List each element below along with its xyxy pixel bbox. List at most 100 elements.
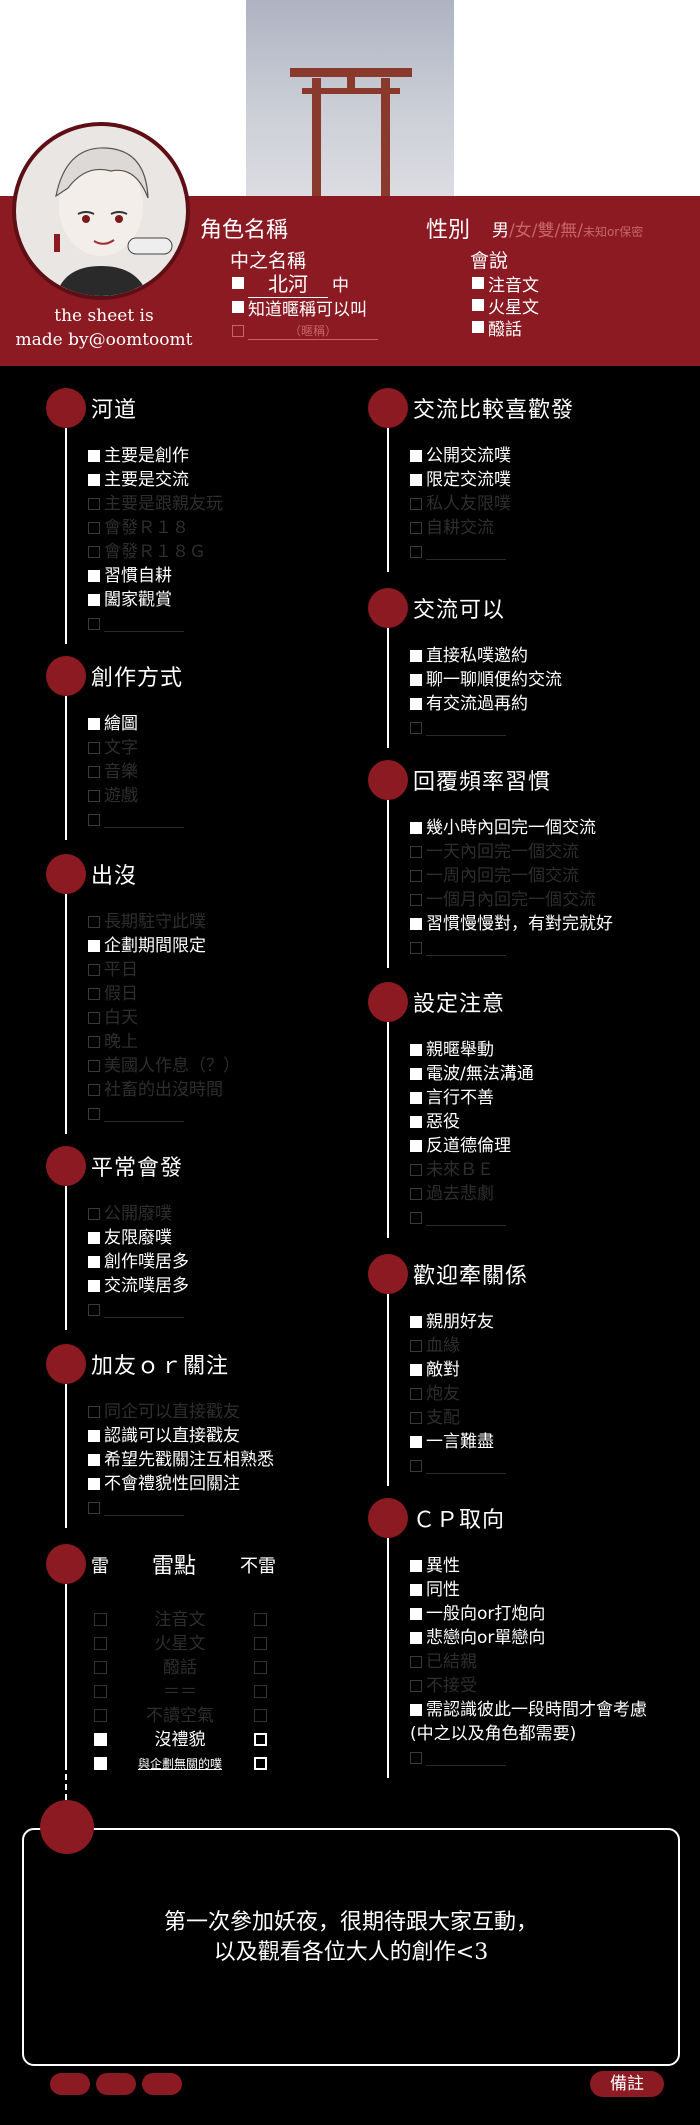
- checklist-item[interactable]: 血緣: [410, 1334, 460, 1358]
- checkbox[interactable]: [88, 1208, 100, 1220]
- checklist-item[interactable]: 聊一聊順便約交流: [410, 668, 562, 692]
- checkbox[interactable]: [88, 964, 100, 976]
- checkbox[interactable]: [88, 1036, 100, 1048]
- taboo-box-right[interactable]: [254, 1637, 267, 1650]
- checkbox[interactable]: [410, 846, 422, 858]
- checklist-item[interactable]: 創作噗居多: [88, 1250, 189, 1274]
- checkbox[interactable]: [410, 1704, 422, 1716]
- checkbox[interactable]: [88, 1280, 100, 1292]
- checklist-item[interactable]: 晚上: [88, 1030, 138, 1054]
- checklist-item[interactable]: 未來ＢＥ: [410, 1158, 494, 1182]
- taboo-box-right[interactable]: [254, 1685, 267, 1698]
- checklist-item[interactable]: 主要是創作: [88, 444, 189, 468]
- checkbox[interactable]: [88, 570, 100, 582]
- checklist-item[interactable]: 過去悲劇: [410, 1182, 494, 1206]
- taboo-box-left[interactable]: [94, 1685, 107, 1698]
- checkbox[interactable]: [88, 594, 100, 606]
- checkbox[interactable]: [410, 1632, 422, 1644]
- checklist-item[interactable]: [410, 1206, 506, 1230]
- blank-line[interactable]: [104, 617, 184, 632]
- checkbox[interactable]: [472, 299, 484, 311]
- checklist-item[interactable]: 交流噗居多: [88, 1274, 189, 1298]
- checklist-item[interactable]: 友限廢噗: [88, 1226, 172, 1250]
- checklist-item[interactable]: 假日: [88, 982, 138, 1006]
- taboo-box-left[interactable]: [94, 1613, 107, 1626]
- checklist-item[interactable]: 直接私噗邀約: [410, 644, 528, 668]
- checkbox[interactable]: [410, 1436, 422, 1448]
- checkbox[interactable]: [88, 522, 100, 534]
- language-item[interactable]: 醱話: [472, 316, 539, 340]
- checkbox[interactable]: [88, 474, 100, 486]
- checkbox[interactable]: [410, 1316, 422, 1328]
- checklist-item[interactable]: 同性: [410, 1578, 460, 1602]
- checkbox[interactable]: [410, 870, 422, 882]
- checkbox[interactable]: [88, 1430, 100, 1442]
- language-item[interactable]: 火星文: [472, 294, 539, 318]
- blank-line[interactable]: [426, 1211, 506, 1226]
- checklist-item[interactable]: 習慣自耕: [88, 564, 172, 588]
- nickname-row[interactable]: 知道暱稱可以叫: [232, 296, 367, 320]
- checkbox[interactable]: [88, 1304, 100, 1316]
- checkbox[interactable]: [410, 1212, 422, 1224]
- checkbox[interactable]: [88, 1060, 100, 1072]
- blank-line[interactable]: [426, 1459, 506, 1474]
- checkbox[interactable]: [410, 474, 422, 486]
- checklist-item[interactable]: 異性: [410, 1554, 460, 1578]
- checkbox[interactable]: [410, 1044, 422, 1056]
- checklist-item[interactable]: 一周內回完一個交流: [410, 864, 579, 888]
- checkbox[interactable]: [410, 1752, 422, 1764]
- checkbox[interactable]: [410, 1140, 422, 1152]
- gender-option[interactable]: 雙: [537, 221, 555, 241]
- checkbox[interactable]: [410, 1608, 422, 1620]
- checkbox[interactable]: [88, 498, 100, 510]
- checkbox[interactable]: [410, 1680, 422, 1692]
- checkbox[interactable]: [410, 498, 422, 510]
- checklist-item[interactable]: 同企可以直接戳友: [88, 1400, 240, 1424]
- blank-line[interactable]: [426, 721, 506, 736]
- checklist-item[interactable]: 希望先戳關注互相熟悉: [88, 1448, 274, 1472]
- taboo-box-right[interactable]: [254, 1661, 267, 1674]
- checkbox[interactable]: [232, 277, 244, 289]
- checklist-item[interactable]: 親朋好友: [410, 1310, 494, 1334]
- checkbox[interactable]: [88, 940, 100, 952]
- blank-line[interactable]: [104, 1303, 184, 1318]
- checklist-item[interactable]: 主要是跟親友玩: [88, 492, 223, 516]
- checklist-item[interactable]: 一言難盡: [410, 1430, 494, 1454]
- checkbox[interactable]: [88, 790, 100, 802]
- gender-option[interactable]: 無: [560, 221, 578, 241]
- checklist-item[interactable]: 有交流過再約: [410, 692, 528, 716]
- checklist-item[interactable]: 電波/無法溝通: [410, 1062, 534, 1086]
- checkbox[interactable]: [410, 918, 422, 930]
- checklist-item[interactable]: 會發Ｒ１８: [88, 516, 189, 540]
- checklist-item[interactable]: [88, 1102, 184, 1126]
- checklist-item[interactable]: 白天: [88, 1006, 138, 1030]
- taboo-box-left[interactable]: [94, 1733, 107, 1746]
- checkbox[interactable]: [410, 522, 422, 534]
- blank-line[interactable]: [104, 1501, 184, 1516]
- checkbox[interactable]: [88, 1478, 100, 1490]
- checkbox[interactable]: [232, 325, 244, 337]
- checkbox[interactable]: [472, 321, 484, 333]
- checklist-item[interactable]: 限定交流噗: [410, 468, 511, 492]
- checkbox[interactable]: [88, 1454, 100, 1466]
- blank-line[interactable]: [426, 941, 506, 956]
- checklist-item[interactable]: 會發Ｒ１８Ｇ: [88, 540, 206, 564]
- checklist-item[interactable]: [410, 936, 506, 960]
- checklist-item[interactable]: 平日: [88, 958, 138, 982]
- checkbox[interactable]: [88, 718, 100, 730]
- checklist-item[interactable]: 公開交流噗: [410, 444, 511, 468]
- checkbox[interactable]: [410, 1068, 422, 1080]
- checklist-item[interactable]: (中之以及角色都需要): [410, 1722, 576, 1746]
- taboo-box-left[interactable]: [94, 1757, 107, 1770]
- taboo-box-right[interactable]: [254, 1733, 267, 1746]
- checklist-item[interactable]: 一天內回完一個交流: [410, 840, 579, 864]
- checkbox[interactable]: [88, 1012, 100, 1024]
- checklist-item[interactable]: 反道德倫理: [410, 1134, 511, 1158]
- nickname-blank-row[interactable]: （暱稱）: [232, 320, 378, 342]
- checklist-item[interactable]: [410, 716, 506, 740]
- checklist-item[interactable]: 需認識彼此一段時間才會考慮: [410, 1698, 647, 1722]
- checkbox[interactable]: [410, 1656, 422, 1668]
- checklist-item[interactable]: 音樂: [88, 760, 138, 784]
- checkbox[interactable]: [410, 1460, 422, 1472]
- checkbox[interactable]: [410, 1340, 422, 1352]
